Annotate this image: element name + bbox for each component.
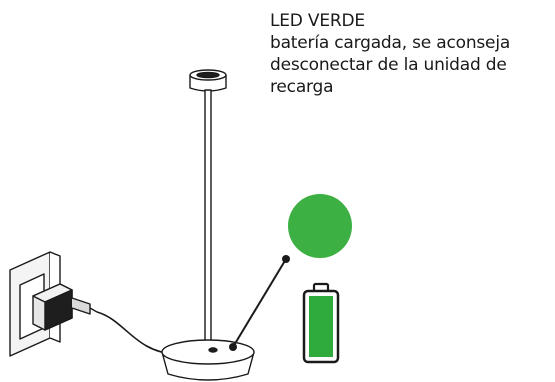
battery-fill-level — [309, 296, 333, 357]
wall-socket-icon — [9, 251, 61, 357]
led-indicator-icon — [288, 194, 352, 258]
caption-line: desconectar de la unidad de — [270, 55, 507, 75]
caption-line: batería cargada, se aconseja — [270, 33, 511, 53]
indicator-pointer-dot — [282, 255, 290, 263]
battery-full-icon — [302, 282, 340, 364]
indicator-pointer-dot — [229, 343, 237, 351]
led-caption: LED VERDE batería cargada, se aconseja d… — [270, 10, 555, 98]
caption-title: LED VERDE — [270, 11, 365, 31]
indicator-pointer-line — [232, 258, 287, 348]
charger-plug-icon — [32, 283, 98, 331]
caption-line: recarga — [270, 77, 334, 97]
